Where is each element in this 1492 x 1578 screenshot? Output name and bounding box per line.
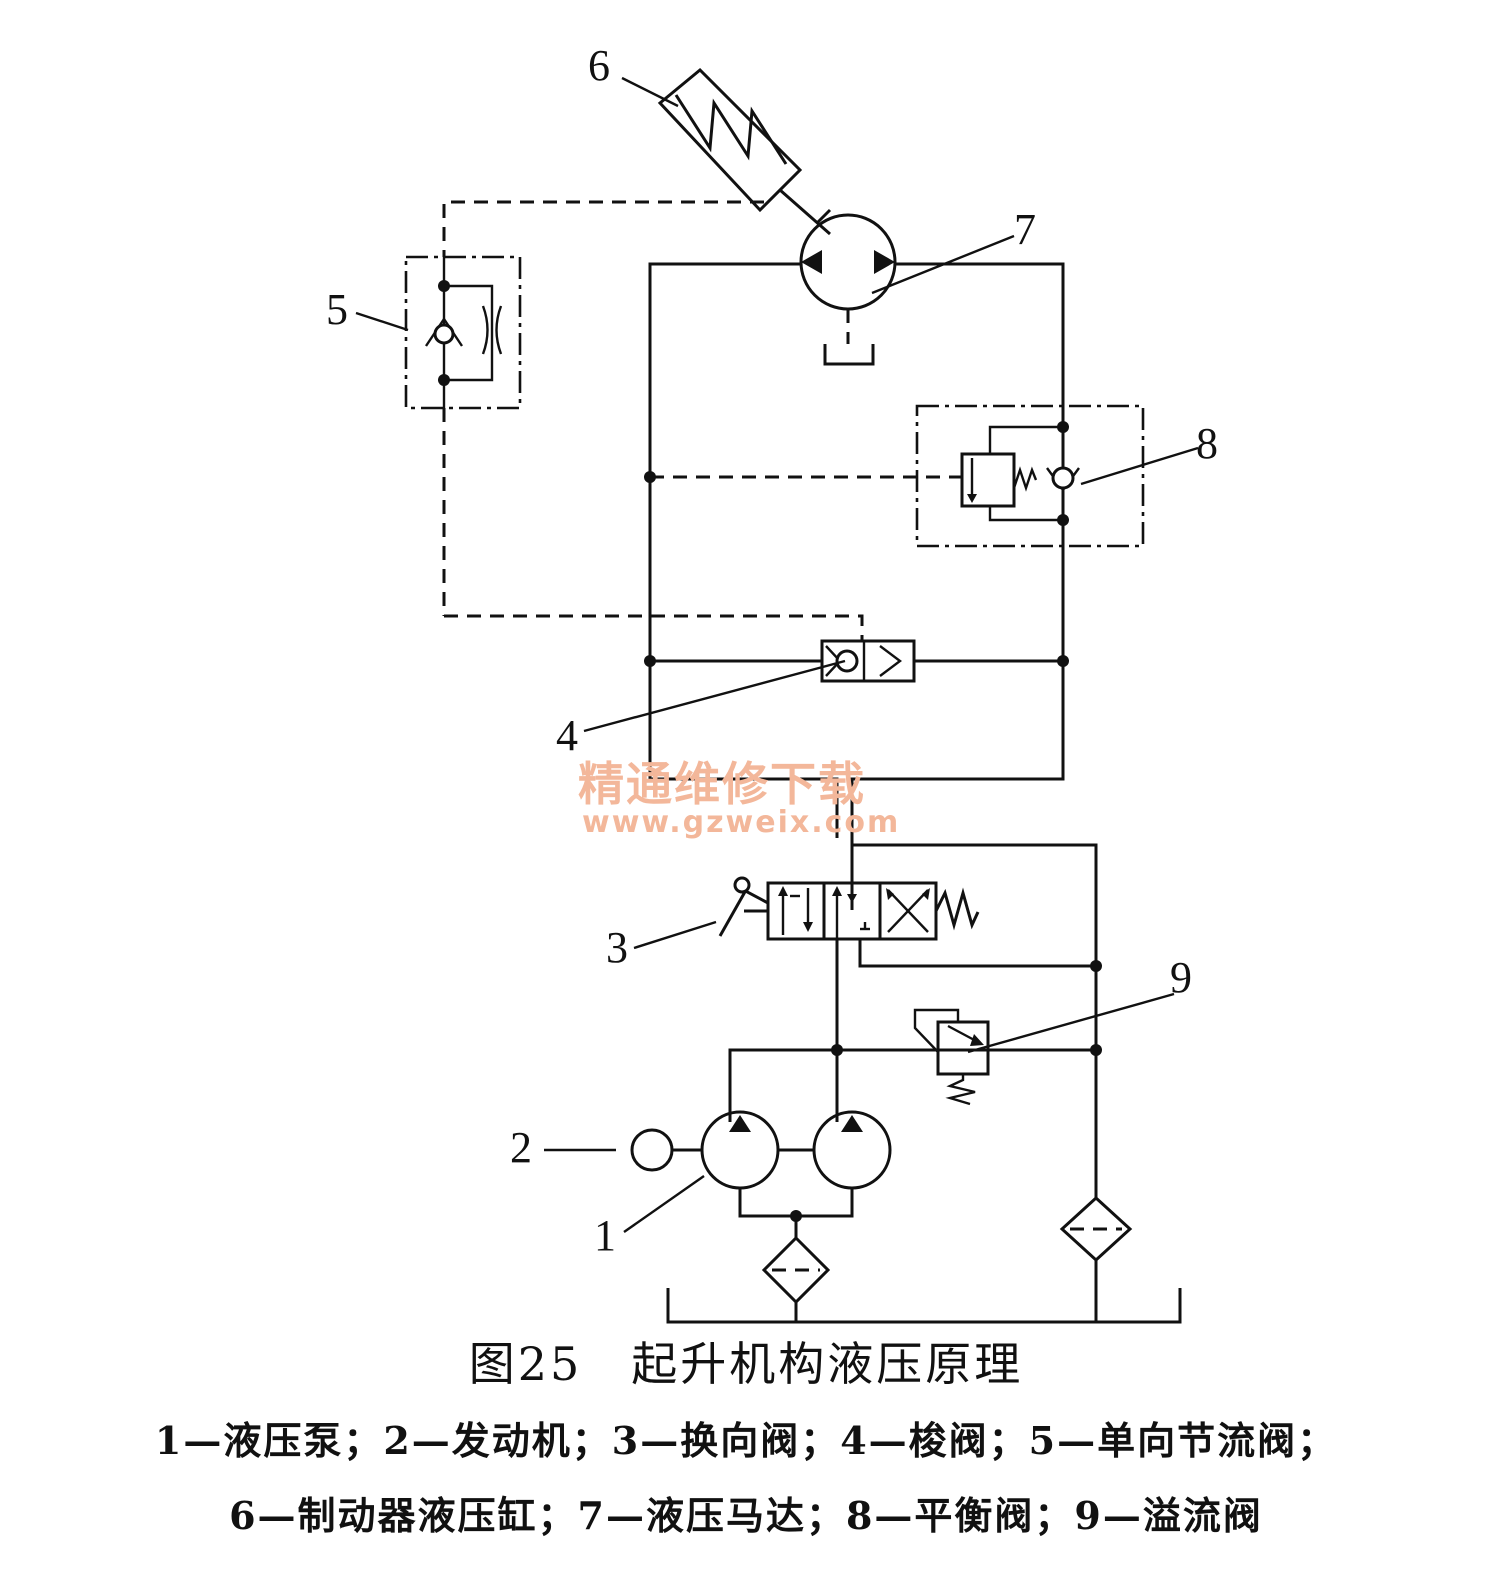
label-8: 8 (1196, 419, 1218, 468)
legend-line-2: 6—制动器液压缸；7—液压马达；8—平衡阀；9—溢流阀 (229, 1493, 1263, 1538)
label-4: 4 (556, 711, 578, 760)
main-circuit-lines (644, 262, 1069, 885)
figure-title: 图25 起升机构液压原理 (468, 1337, 1024, 1391)
oil-tank (666, 1288, 1182, 1324)
engine (630, 1128, 702, 1172)
shuttle-valve (820, 639, 916, 683)
watermark-url: www.gzweix.com (582, 805, 900, 840)
leader-lines (355, 76, 1199, 1233)
label-6: 6 (588, 41, 610, 90)
brake-cylinder (657, 67, 832, 236)
watermark-text: 精通维修下载 (578, 757, 866, 811)
relief-valve (913, 1008, 990, 1106)
pressure-return-lines (728, 843, 1102, 1322)
label-5: 5 (326, 285, 348, 334)
label-1: 1 (594, 1211, 616, 1260)
label-3: 3 (606, 923, 628, 972)
label-9: 9 (1170, 953, 1192, 1002)
return-filter (1059, 1195, 1133, 1263)
hydraulic-motor (799, 213, 897, 366)
balance-valve (915, 404, 1145, 548)
label-7: 7 (1014, 205, 1036, 254)
hydraulic-pump (700, 1110, 892, 1238)
label-2: 2 (510, 1123, 532, 1172)
directional-valve (718, 876, 980, 941)
pilot-lines (442, 200, 962, 648)
legend-line-1: 1—液压泵；2—发动机；3—换向阀；4—梭阀；5—单向节流阀； (154, 1418, 1338, 1463)
suction-filter (761, 1235, 831, 1322)
check-throttle-valve (404, 255, 522, 410)
